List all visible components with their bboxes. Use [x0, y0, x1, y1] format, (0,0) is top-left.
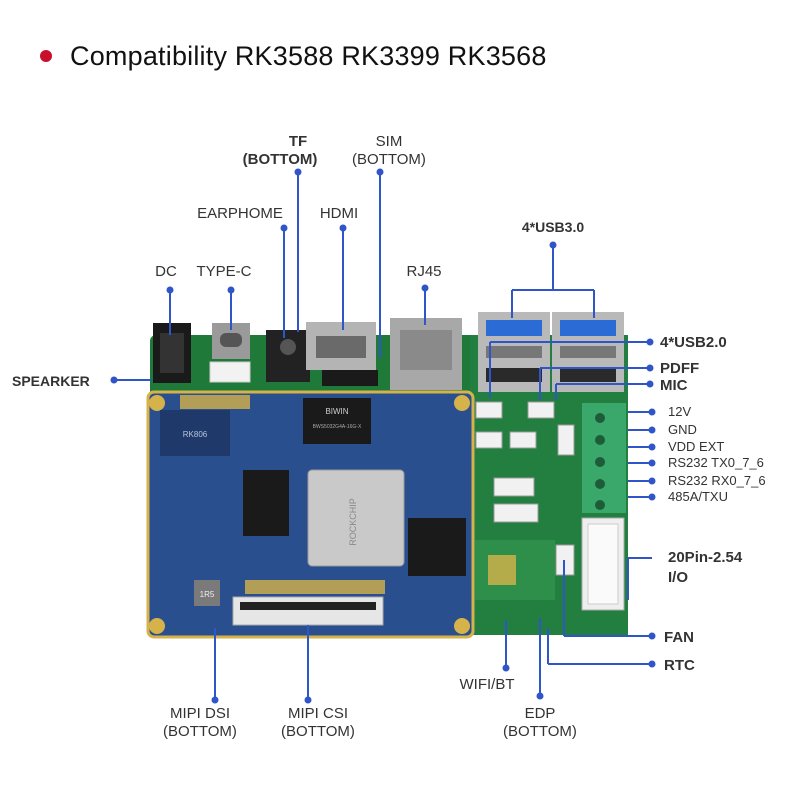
label-gnd: GND — [668, 422, 697, 437]
labels: TF (BOTTOM) SIM (BOTTOM) EARPHOME HDMI D… — [12, 133, 766, 740]
inductor-marking: 1R5 — [200, 590, 215, 599]
page-title: Compatibility RK3588 RK3399 RK3568 — [70, 40, 547, 71]
label-rs232-rx: RS232 RX0_7_6 — [668, 473, 766, 488]
pointer-lines — [110, 168, 656, 704]
pmic-marking: RK806 — [183, 430, 208, 439]
label-pdff: PDFF — [660, 360, 699, 377]
label-rtc: RTC — [664, 657, 695, 674]
io-header — [581, 517, 625, 611]
label-type-c: TYPE-C — [196, 263, 251, 280]
label-tf-sub: (BOTTOM) — [243, 151, 318, 168]
label-mipi-dsi: MIPI DSI — [170, 705, 230, 722]
pmic-chip: RK806 — [160, 410, 230, 456]
hdmi-port — [306, 322, 378, 386]
earphone-jack — [266, 330, 310, 382]
label-usb2: 4*USB2.0 — [660, 334, 727, 351]
wifi-module — [475, 540, 555, 600]
emmc-code: BWS5032G4A-16G-X — [313, 424, 362, 430]
label-dc: DC — [155, 263, 177, 280]
label-20pin: 20Pin-2.54 — [668, 549, 743, 566]
label-mipi-csi-sub: (BOTTOM) — [281, 723, 355, 740]
soc-marking: ROCKCHIP — [348, 498, 358, 546]
dc-jack — [153, 323, 191, 383]
title-row: Compatibility RK3588 RK3399 RK3568 — [40, 36, 547, 76]
label-earphome: EARPHOME — [197, 205, 283, 222]
small-connectors — [475, 401, 575, 576]
soc-chip: ROCKCHIP — [307, 469, 405, 567]
label-rs232-tx: RS232 TX0_7_6 — [668, 455, 764, 470]
label-wifi-bt: WIFI/BT — [460, 676, 515, 693]
label-hdmi: HDMI — [320, 205, 358, 222]
label-edp: EDP — [525, 705, 556, 722]
label-speaker: SPEARKER — [12, 373, 90, 389]
label-sim: SIM — [376, 133, 403, 150]
fpc-connector — [232, 596, 384, 626]
label-usb3: 4*USB3.0 — [522, 219, 584, 235]
emmc-chip: BIWIN BWS5032G4A-16G-X — [303, 398, 371, 444]
type-c-port — [209, 323, 251, 383]
terminal-block — [582, 403, 626, 513]
label-tf: TF — [289, 133, 307, 150]
bullet-dot — [40, 50, 52, 62]
label-12v: 12V — [668, 404, 691, 419]
emmc-marking: BIWIN — [325, 407, 348, 416]
label-vdd-ext: VDD EXT — [668, 439, 724, 454]
label-edp-sub: (BOTTOM) — [503, 723, 577, 740]
label-sim-sub: (BOTTOM) — [352, 151, 426, 168]
usb3-stack-right — [552, 312, 624, 392]
label-485: 485A/TXU — [668, 489, 728, 504]
label-fan: FAN — [664, 629, 694, 646]
usb3-stack-left — [478, 312, 550, 392]
ram-chip-right — [408, 518, 466, 576]
ram-chip-left — [243, 470, 289, 536]
inductor: 1R5 — [194, 580, 220, 606]
rj45-port — [390, 318, 462, 390]
label-mic: MIC — [660, 377, 688, 394]
label-io: I/O — [668, 569, 688, 586]
label-rj45: RJ45 — [406, 263, 441, 280]
label-mipi-csi: MIPI CSI — [288, 705, 348, 722]
label-mipi-dsi-sub: (BOTTOM) — [163, 723, 237, 740]
